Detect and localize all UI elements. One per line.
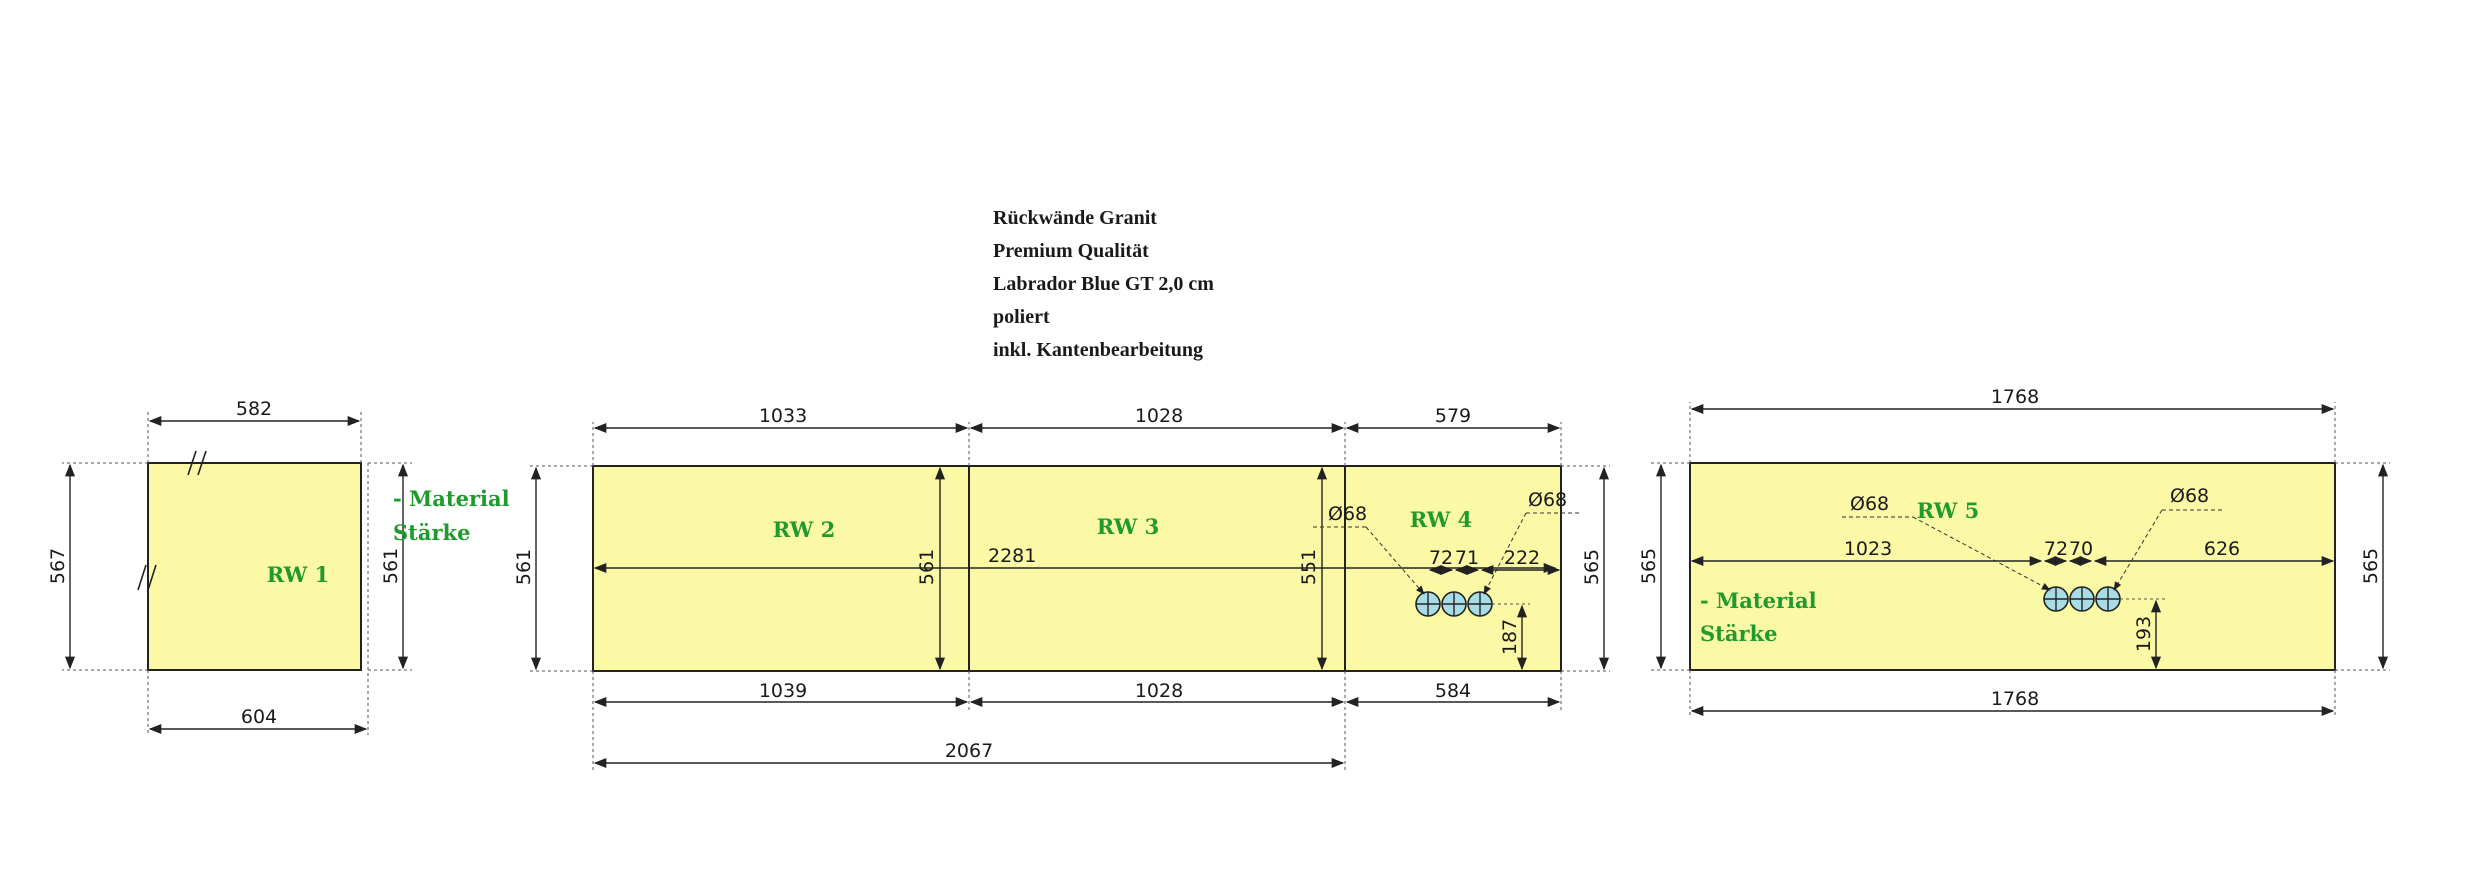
rw4-bottom-dim: 584 [1435, 680, 1471, 702]
rw1-material-line1: - Material [393, 486, 510, 511]
panel-group-rw234: 1033 1028 579 1039 1028 584 2067 2281 56… [513, 405, 1610, 770]
rw4-right-offset-dim: 222 [1504, 547, 1540, 569]
rw4-hole-right-dim: Ø68 [1528, 489, 1567, 511]
rw4-spacing-dim-1: 72 [1429, 547, 1453, 569]
rw5-spacing-dim-1: 72 [2044, 538, 2068, 560]
rw5-right-offset-dim: 626 [2204, 538, 2240, 560]
socket-hole-icon [1441, 591, 1467, 617]
rw23-overall-dim: 2067 [945, 740, 993, 762]
rw5-material-line2: Stärke [1700, 621, 1777, 646]
rw4-hole-height-dim: 187 [1499, 619, 1521, 655]
rw5-bottom-dim: 1768 [1991, 688, 2039, 710]
rw3-top-dim: 1028 [1135, 405, 1183, 427]
rw5-panel [1689, 462, 2336, 671]
socket-hole-icon [2095, 586, 2121, 612]
rw5-spacing-dim-2: 70 [2069, 538, 2093, 560]
rw1-material-line2: Stärke [393, 520, 470, 545]
socket-hole-icon [1415, 591, 1441, 617]
header-line-1: Rückwände Granit [993, 207, 1157, 229]
rw234-inside-overall-dim: 2281 [988, 545, 1036, 567]
rw4-top-dim: 579 [1435, 405, 1471, 427]
rw4-hole-left-dim: Ø68 [1328, 503, 1367, 525]
rw4-spacing-dim-2: 71 [1455, 547, 1479, 569]
rw1-bottom-dim: 604 [241, 706, 277, 728]
rw5-left-offset-dim: 1023 [1844, 538, 1892, 560]
rw2-bottom-dim: 1039 [759, 680, 807, 702]
rw2-left-dim: 561 [513, 549, 535, 585]
rw3-rw4-height-dim: 551 [1298, 549, 1320, 585]
socket-hole-icon [2043, 586, 2069, 612]
header-line-2: Premium Qualität [993, 240, 1149, 262]
header-block: Rückwände Granit Premium Qualität Labrad… [993, 207, 1214, 361]
rw5-left-dim: 565 [1638, 548, 1660, 584]
socket-hole-icon [1467, 591, 1493, 617]
rw2-rw3-height-dim: 561 [916, 549, 938, 585]
rw5-material-line1: - Material [1700, 588, 1817, 613]
rw2-top-dim: 1033 [759, 405, 807, 427]
break-mark-icon [137, 450, 207, 591]
rw5-label: RW 5 [1917, 498, 1980, 523]
rw3-bottom-dim: 1028 [1135, 680, 1183, 702]
panel-rw5: 1768 1768 565 565 RW 5 - Material Stärke… [1638, 386, 2390, 718]
rw1-right-dim: 561 [380, 548, 402, 584]
rw2-label: RW 2 [773, 517, 836, 542]
rw5-hole-height-dim: 193 [2133, 616, 2155, 652]
header-line-5: inkl. Kantenbearbeitung [993, 339, 1203, 361]
rw5-hole-left-dim: Ø68 [1850, 493, 1889, 515]
rw1-left-dim: 567 [47, 548, 69, 584]
rw1-panel [147, 462, 362, 671]
rw4-right-dim: 565 [1581, 549, 1603, 585]
rw5-hole-right-dim: Ø68 [2170, 485, 2209, 507]
socket-hole-icon [2069, 586, 2095, 612]
rw1-label: RW 1 [267, 562, 330, 587]
rw5-top-dim: 1768 [1991, 386, 2039, 408]
rw1-top-dim: 582 [236, 398, 272, 420]
header-line-4: poliert [993, 306, 1050, 328]
rw3-label: RW 3 [1097, 514, 1160, 539]
rw4-label: RW 4 [1410, 507, 1473, 532]
rw5-right-dim: 565 [2360, 548, 2382, 584]
panel-rw1: 582 604 567 561 RW 1 - Material Stärke [47, 398, 510, 735]
header-line-3: Labrador Blue GT 2,0 cm [993, 273, 1214, 295]
